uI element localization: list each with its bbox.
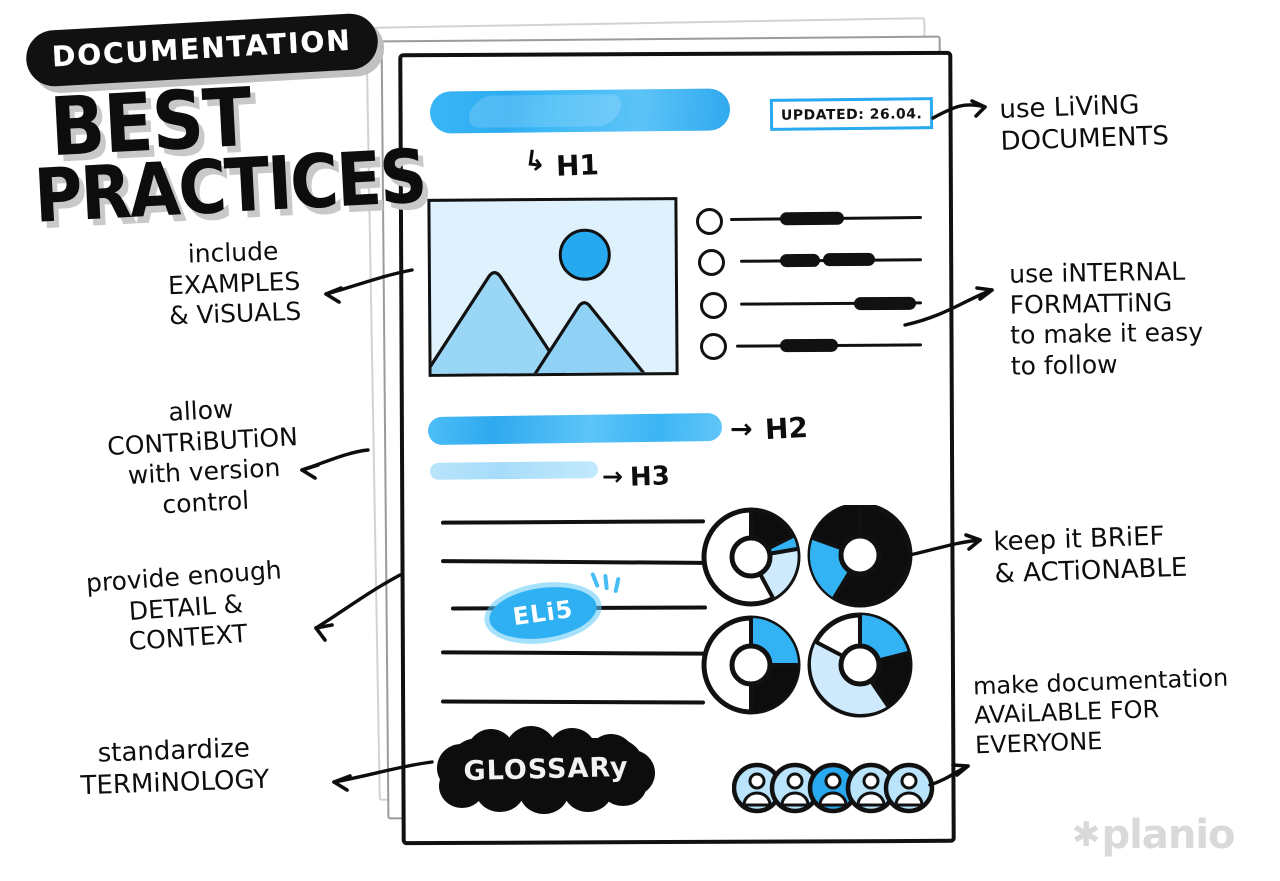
bullet-point-icon <box>700 292 727 319</box>
donut-charts-svg <box>701 502 913 718</box>
annotation-detail-context: provide enough DETAIL & CONTEXT <box>85 555 283 657</box>
annotation-living-documents: use LiViNG DOCUMENTS <box>998 90 1170 157</box>
annotation-brief-actionable: keep it BRiEF & ACTiONABLE <box>992 521 1188 590</box>
donut-chart-4 <box>807 612 913 718</box>
annotation-standardize-terminology: standardize TERMiNOLOGY <box>80 733 270 801</box>
planio-wordmark: planio <box>1101 812 1236 858</box>
asterisk-icon: ✱ <box>1072 815 1100 855</box>
arrow-internal-formatting <box>903 288 994 327</box>
avatar <box>845 762 897 814</box>
avatar-group <box>731 760 942 816</box>
donut-chart-group <box>700 502 930 725</box>
h3-arrow-icon: → <box>602 462 623 491</box>
arrow-standardize-terminology <box>332 760 434 784</box>
avatar-group-svg <box>731 762 935 814</box>
h2-arrow-icon: → <box>730 414 753 445</box>
bullet-list <box>696 205 926 370</box>
donut-chart-3 <box>701 615 801 715</box>
annotation-available-everyone: make documentation AVAiLABLE FOR EVERYON… <box>972 663 1229 759</box>
bullet-point-icon <box>700 333 727 360</box>
annotation-examples-visuals: include EXAMPLES & ViSUALS <box>167 236 302 331</box>
glossary-tag: GLOSSARy <box>437 726 655 814</box>
glossary-blob <box>447 738 645 800</box>
avatar <box>769 762 821 814</box>
planio-logo: ✱planio <box>1072 812 1236 858</box>
arrow-detail-context <box>314 573 402 630</box>
donut-chart-1 <box>701 507 801 607</box>
mountains-icon <box>428 271 648 374</box>
annotation-contribution: allow CONTRiBUTiON with version control <box>106 394 299 519</box>
bullet-point-icon <box>696 208 723 235</box>
avatar-highlighted <box>807 762 859 814</box>
avatar <box>883 762 935 814</box>
arrow-brief-actionable <box>908 538 982 557</box>
donut-chart-2 <box>807 502 913 608</box>
annotation-internal-formatting: use iNTERNAL FORMATTiNG to make it easy … <box>1008 256 1204 381</box>
avatar <box>731 762 783 814</box>
landscape-image-placeholder <box>427 197 679 377</box>
bullet-point-icon <box>698 249 725 276</box>
